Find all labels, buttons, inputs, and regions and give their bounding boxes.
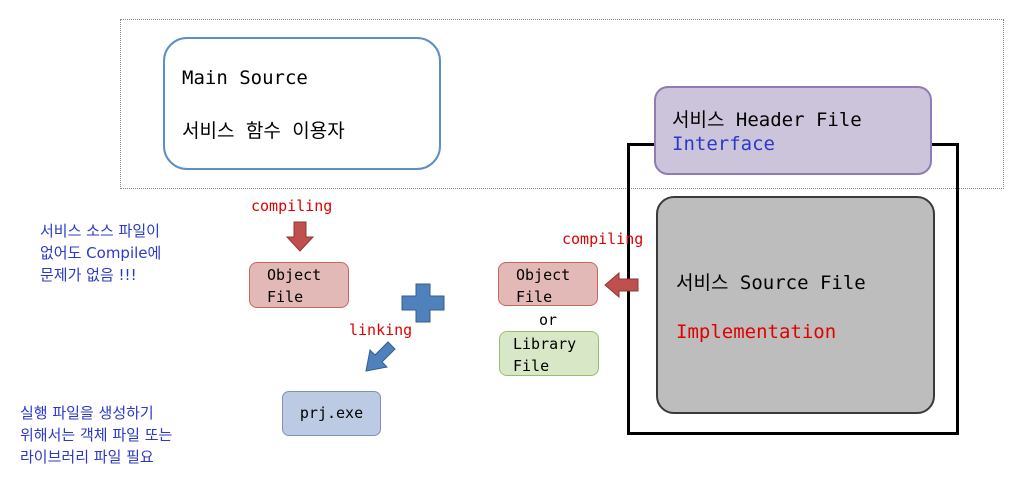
outer-dotted-frame [120, 19, 1004, 189]
note-bottom-line: 라이브러리 파일 필요 [20, 448, 154, 466]
main-source-title: Main Source [182, 67, 308, 89]
source-file-implementation: Implementation [676, 321, 837, 343]
source-file-box [656, 196, 935, 414]
right-compiling-label: compiling [562, 230, 644, 248]
plus-icon [401, 283, 445, 323]
source-file-title: 서비스 Source File [676, 272, 866, 294]
note-top-line: 문제가 없음 !!! [40, 266, 137, 284]
linking-label: linking [349, 321, 413, 339]
exe-file-box: prj.exe [282, 391, 381, 436]
link-arrow-icon [365, 341, 396, 372]
library-line1: Library [513, 335, 577, 353]
note-top: 서비스 소스 파일이 없어도 Compile에 문제가 없음 !!! [40, 220, 161, 286]
note-top-line: 없어도 Compile에 [40, 244, 162, 262]
main-source-subtitle: 서비스 함수 이용자 [182, 120, 345, 142]
right-object-line1: Object [516, 266, 571, 284]
left-object-line2: File [267, 288, 304, 306]
or-label: or [539, 311, 558, 329]
right-object-file-box: Object File [498, 262, 598, 306]
note-top-line: 서비스 소스 파일이 [40, 222, 160, 240]
right-compile-arrow-icon [604, 272, 639, 298]
left-object-file-box: Object File [249, 262, 349, 308]
left-object-line1: Object [267, 266, 322, 284]
library-line2: File [513, 357, 550, 375]
header-file-box [654, 86, 932, 175]
left-compiling-label: compiling [251, 197, 333, 215]
right-object-line2: File [516, 288, 553, 306]
note-bottom-line: 위해서는 객체 파일 또는 [20, 426, 173, 444]
note-bottom-line: 실행 파일을 생성하기 [20, 404, 154, 422]
main-source-box [163, 37, 441, 170]
library-file-box: Library File [499, 331, 599, 376]
note-bottom: 실행 파일을 생성하기 위해서는 객체 파일 또는 라이브러리 파일 필요 [20, 402, 172, 468]
header-file-interface: Interface [672, 133, 775, 155]
header-file-title: 서비스 Header File [672, 109, 862, 131]
left-compile-arrow-icon [285, 221, 315, 252]
